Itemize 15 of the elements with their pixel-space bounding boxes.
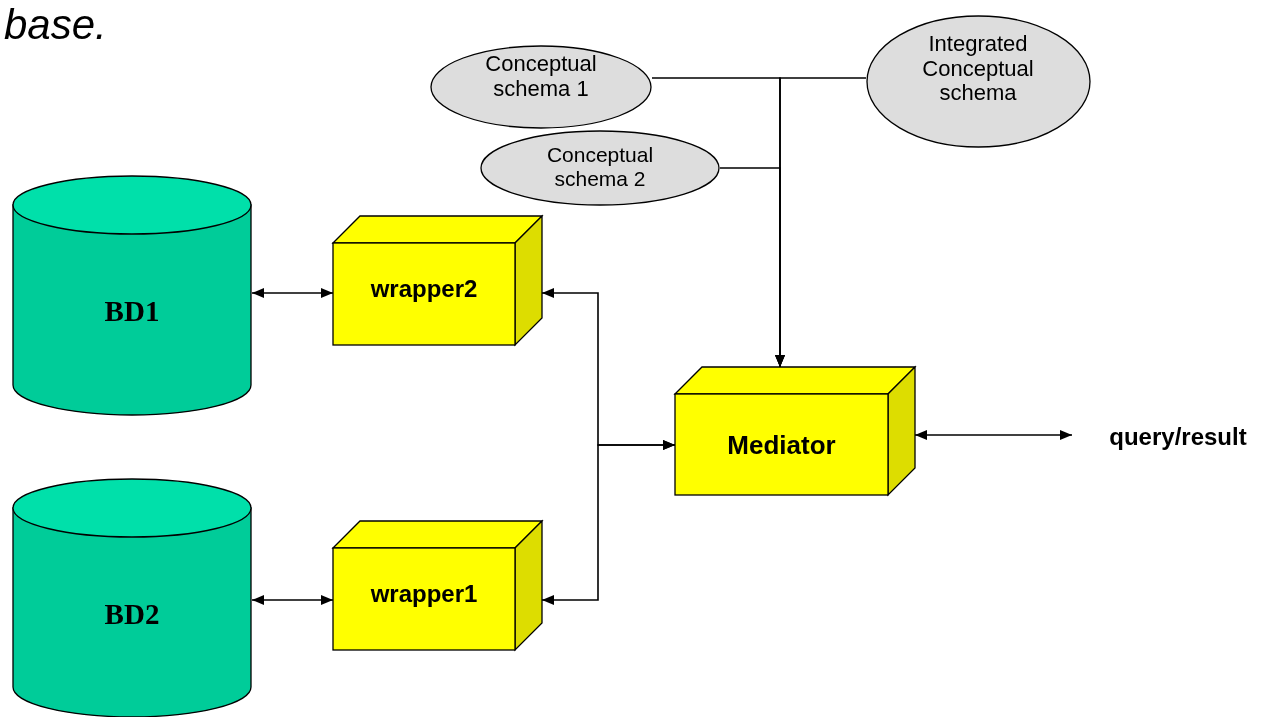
io-label: query/result	[1080, 424, 1276, 456]
node-label: Conceptual schema 1	[484, 52, 598, 102]
node-label: Integrated Conceptual schema	[921, 32, 1035, 106]
arrow	[251, 288, 334, 298]
node-label: BD2	[103, 598, 161, 631]
node-label: BD1	[103, 295, 161, 328]
node-label: Conceptual schema 2	[545, 143, 655, 191]
arrow	[541, 440, 676, 605]
arrow	[251, 595, 334, 605]
heading-fragment: base.	[4, 0, 107, 50]
node-label: wrapper2	[369, 276, 479, 303]
arrow	[775, 77, 867, 368]
arrow	[914, 430, 1073, 440]
node-label: wrapper1	[369, 581, 479, 608]
node-label: Mediator	[726, 431, 837, 461]
